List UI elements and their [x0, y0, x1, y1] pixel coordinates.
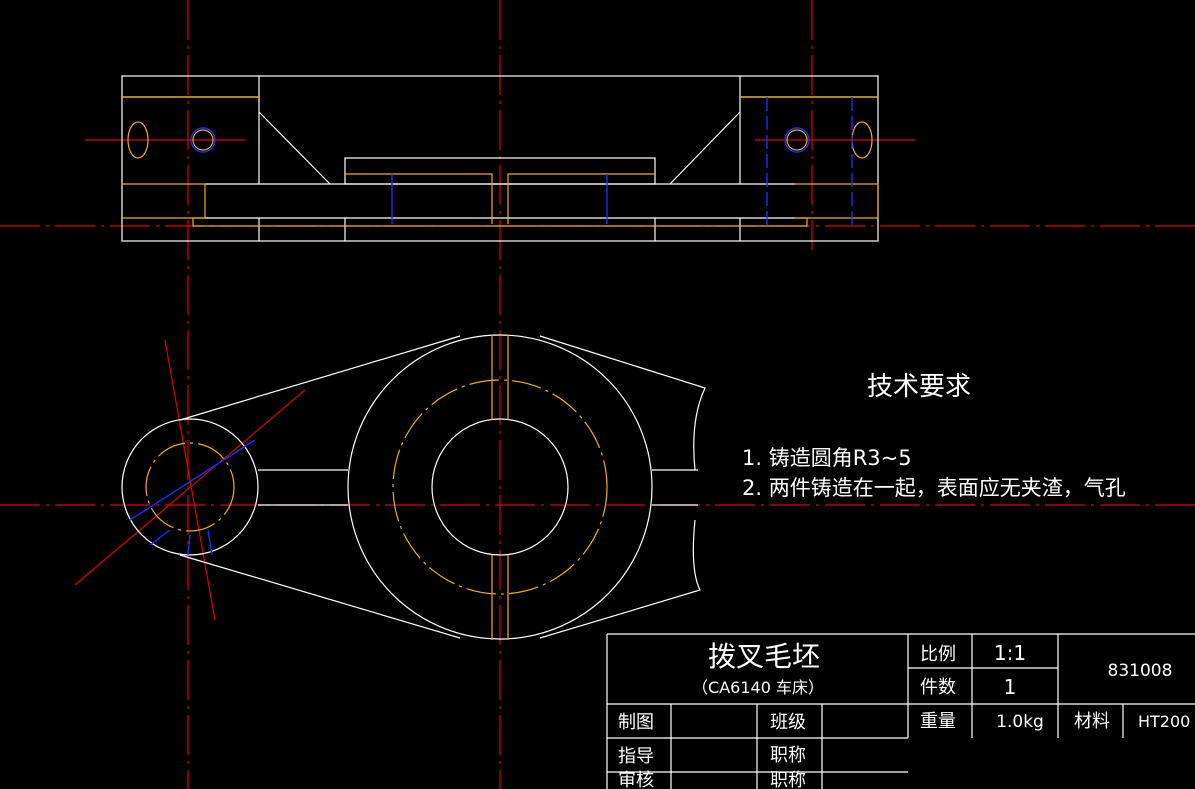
tech-item-1: 1. 铸造圆角R3~5 — [742, 446, 912, 470]
drawing-number: 831008 — [1108, 661, 1173, 681]
part-subtitle: （CA6140 车床） — [692, 678, 824, 697]
class-label: 班级 — [770, 712, 806, 733]
weight-label: 重量 — [920, 711, 956, 732]
top-view — [121, 75, 879, 242]
title-block: 拨叉毛坯 （CA6140 车床） 比例 1:1 件数 1 831008 重量 1… — [606, 633, 1195, 789]
tech-requirements: 技术要求 1. 铸造圆角R3~5 2. 两件铸造在一起，表面应无夹渣，气孔 — [742, 372, 1126, 500]
scale-value: 1:1 — [994, 641, 1026, 665]
tech-title: 技术要求 — [867, 372, 971, 402]
material-label: 材料 — [1074, 711, 1110, 732]
tech-item-2: 2. 两件铸造在一起，表面应无夹渣，气孔 — [742, 476, 1126, 500]
title2-label: 职称 — [770, 770, 806, 789]
drawn-label: 制图 — [618, 712, 654, 733]
scale-label: 比例 — [920, 644, 956, 665]
front-view — [121, 334, 706, 640]
material-value: HT200 — [1138, 712, 1190, 731]
part-name: 拨叉毛坯 — [708, 640, 820, 673]
review-label: 审核 — [618, 770, 654, 789]
guide-label: 指导 — [618, 746, 654, 767]
title1-label: 职称 — [770, 745, 806, 766]
weight-value: 1.0kg — [996, 712, 1044, 732]
qty-value: 1 — [1004, 675, 1017, 699]
qty-label: 件数 — [920, 677, 956, 698]
